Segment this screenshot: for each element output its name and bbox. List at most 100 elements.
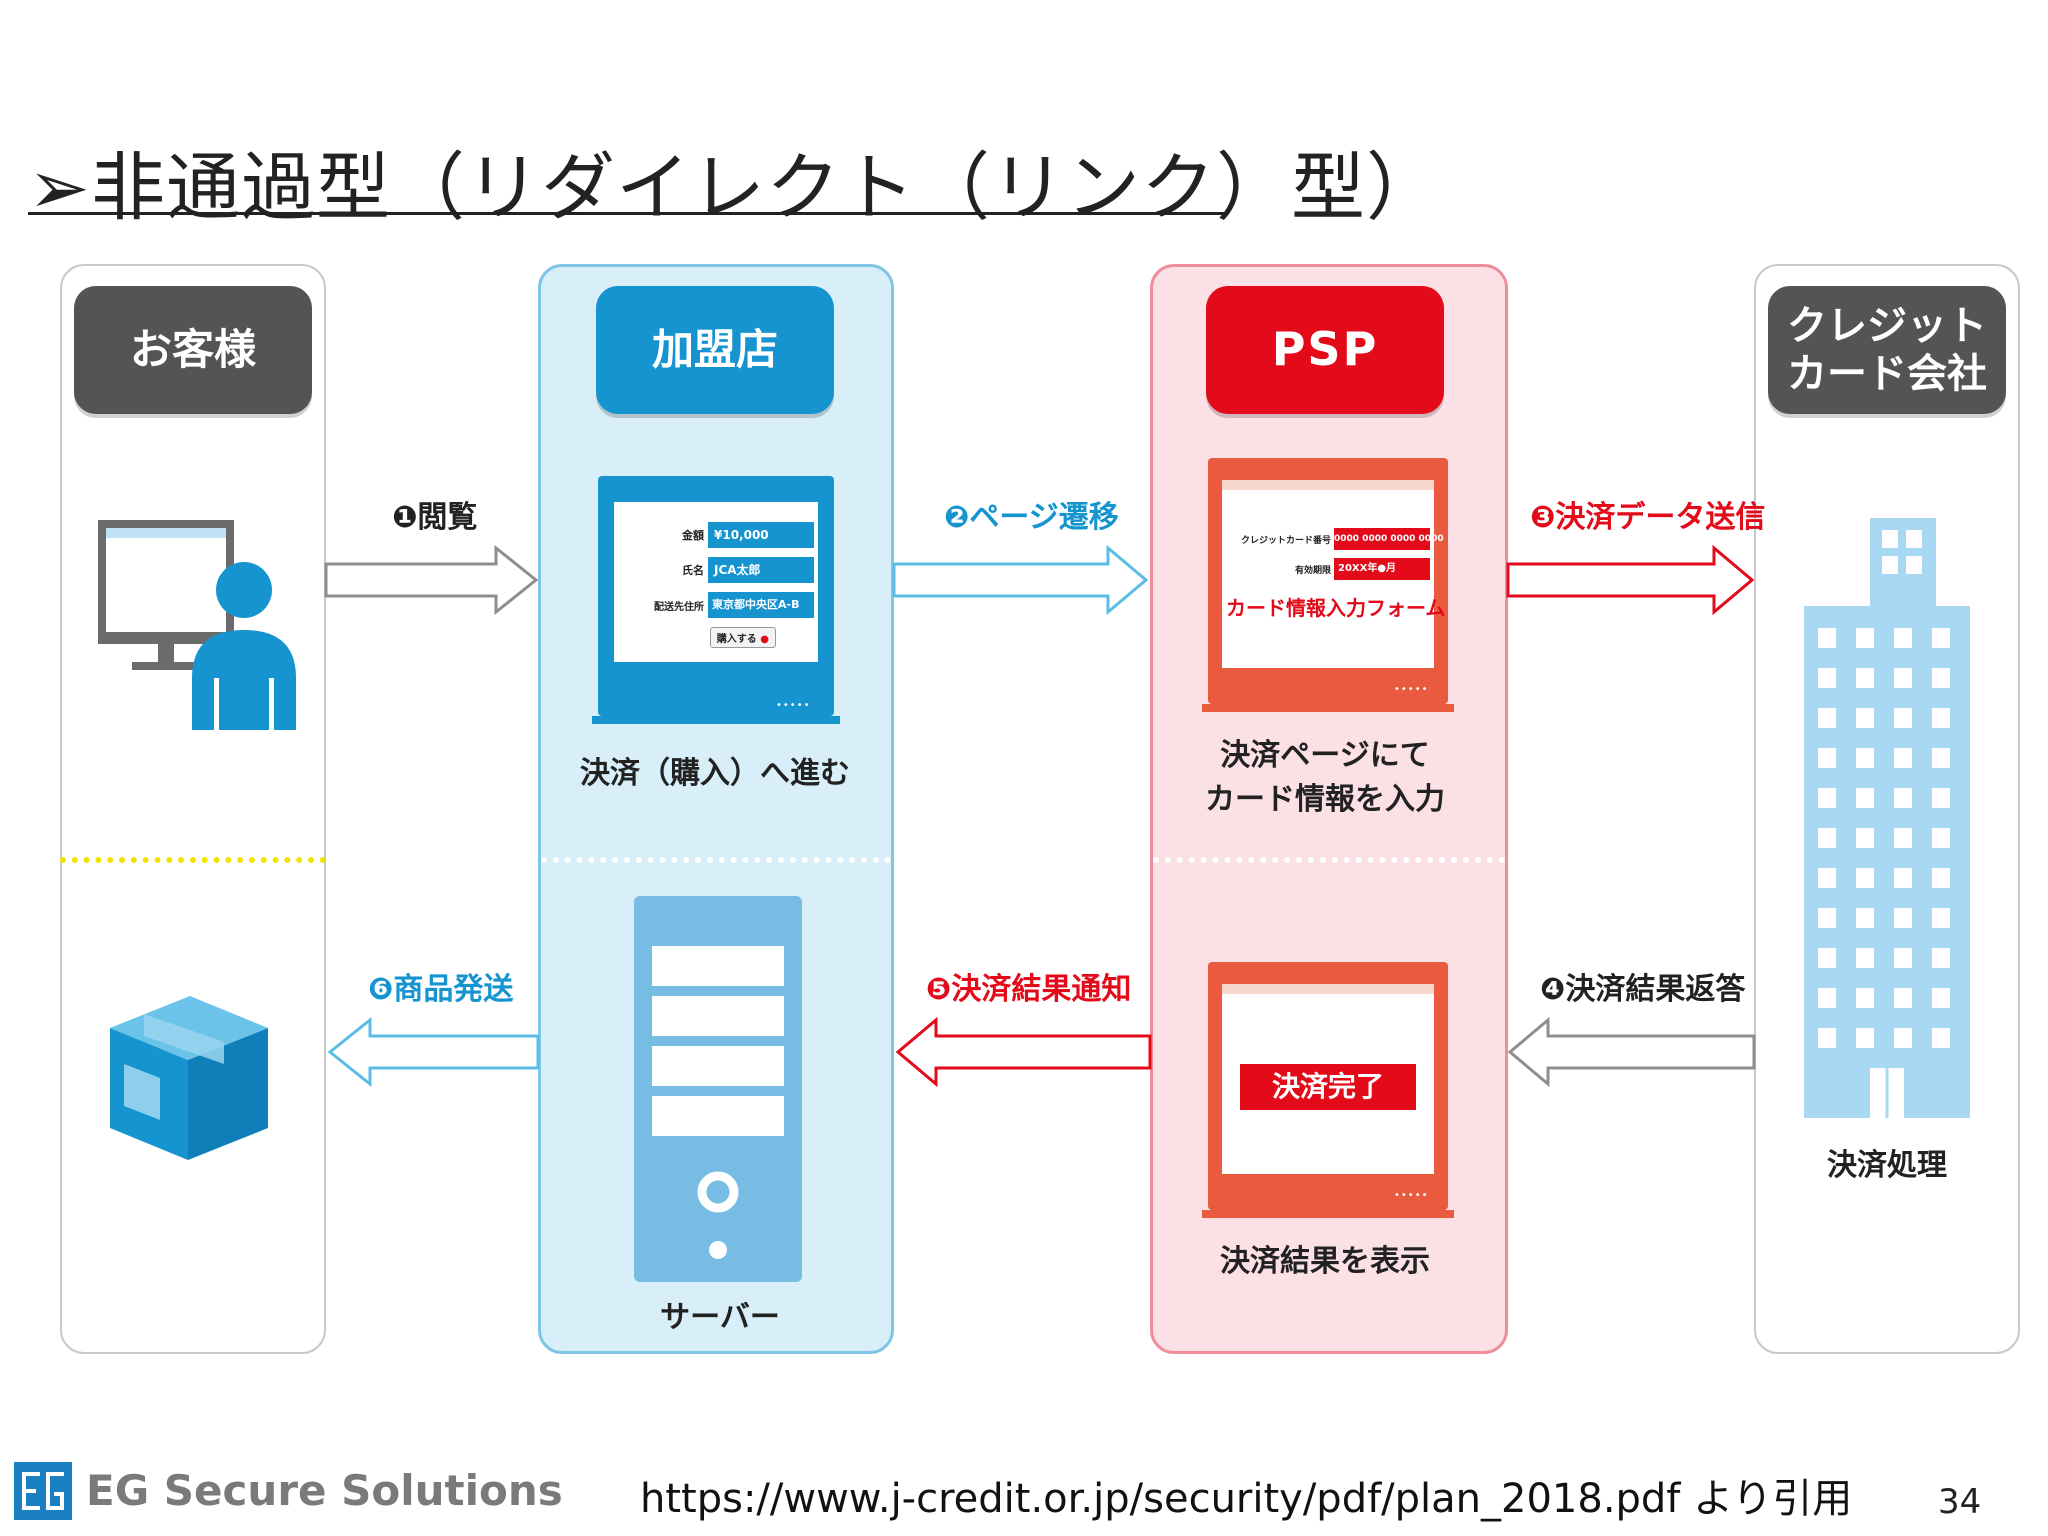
person-head-icon (216, 562, 272, 618)
page-title: ➢非通過型（リダイレクト（リンク）型） (28, 145, 1442, 231)
building-window (1818, 628, 1836, 648)
package-box-icon (110, 996, 268, 1160)
arrow-step-3 (1506, 544, 1755, 616)
merchant-purchase-screen: ••••• 金額 ¥10,000 氏名 JCA太郎 配送先住所 東京都中央区A-… (592, 476, 840, 726)
header-merchant: 加盟店 (596, 286, 834, 414)
header-customer: お客様 (74, 286, 312, 414)
form-value-card-number: 0000 0000 0000 0000 (1334, 528, 1444, 550)
page-number: 34 (1938, 1482, 1982, 1522)
arrow-step-2 (892, 544, 1149, 616)
separator-psp (1153, 857, 1505, 863)
building-window (1932, 1028, 1950, 1048)
building-window (1932, 948, 1950, 968)
psp-result-screen: ••••• 決済完了 (1202, 962, 1454, 1222)
building-window (1894, 668, 1912, 688)
source-citation: https://www.j-credit.or.jp/security/pdf/… (640, 1476, 1853, 1522)
building-window (1818, 1028, 1836, 1048)
separator-merchant (541, 857, 891, 863)
title-underline (28, 212, 1224, 215)
customer-computer-icon (98, 520, 296, 730)
building-window (1856, 988, 1874, 1008)
building-window (1932, 988, 1950, 1008)
building-window (1932, 868, 1950, 888)
building-window (1894, 828, 1912, 848)
building-window (1856, 868, 1874, 888)
building-window (1894, 628, 1912, 648)
lane-customer (60, 264, 326, 1354)
building-window (1856, 948, 1874, 968)
caption-card-processing: 決済処理 (1827, 1148, 1947, 1183)
psp-card-form-screen: ••••• クレジットカード番号 0000 0000 0000 0000 有効期… (1202, 458, 1454, 716)
building-window (1856, 828, 1874, 848)
building-window (1894, 868, 1912, 888)
building-window (1856, 668, 1874, 688)
arrow-step-1 (324, 544, 539, 616)
form-label-name: 氏名 (682, 564, 704, 577)
building-window (1856, 708, 1874, 728)
form-label-address: 配送先住所 (654, 601, 704, 613)
building-window (1818, 828, 1836, 848)
form-label-amount: 金額 (682, 529, 704, 542)
form-value-name: JCA太郎 (708, 557, 814, 583)
form-value-address: 東京都中央区A-B (708, 592, 814, 618)
building-window (1818, 788, 1836, 808)
building-window (1856, 788, 1874, 808)
building-window (1932, 708, 1950, 728)
building-window (1818, 988, 1836, 1008)
screen-dots: ••••• (776, 700, 811, 711)
caption-server: サーバー (660, 1300, 780, 1335)
screen-dots: ••••• (1394, 1190, 1429, 1201)
header-psp: PSP (1206, 286, 1444, 414)
step-4-label: ❹決済結果返答 (1540, 972, 1746, 1007)
building-window (1932, 668, 1950, 688)
building-window (1856, 1028, 1874, 1048)
caption-merchant-proceed: 決済（購入）へ進む (580, 756, 850, 791)
building-window (1856, 628, 1874, 648)
building-window (1818, 868, 1836, 888)
office-building-icon (1804, 518, 1970, 1118)
step-1-label: ❶閲覧 (392, 500, 478, 535)
building-window (1818, 948, 1836, 968)
building-window (1818, 708, 1836, 728)
caption-psp-input: 決済ページにて カード情報を入力 (1205, 738, 1445, 817)
building-window (1932, 628, 1950, 648)
building-window (1856, 908, 1874, 928)
separator-customer (60, 857, 326, 863)
screen-dots: ••••• (1394, 684, 1429, 695)
payment-complete-badge: 決済完了 (1240, 1064, 1416, 1110)
step-5-label: ❺決済結果通知 (926, 972, 1132, 1007)
eg-logo-icon (14, 1462, 72, 1520)
form-label-card-number: クレジットカード番号 (1240, 535, 1331, 546)
building-window (1818, 748, 1836, 768)
card-form-title: カード情報入力フォーム (1226, 596, 1446, 620)
arrow-step-5 (895, 1016, 1152, 1088)
step-6-label: ❻商品発送 (368, 972, 514, 1007)
person-body-icon (192, 630, 296, 730)
company-logo-text: EG Secure Solutions (86, 1466, 563, 1515)
building-window (1894, 908, 1912, 928)
building-window (1932, 908, 1950, 928)
arrow-step-4 (1507, 1016, 1756, 1088)
building-window (1894, 948, 1912, 968)
arrow-step-6 (327, 1016, 540, 1088)
building-window (1856, 748, 1874, 768)
caption-psp-result: 決済結果を表示 (1220, 1244, 1430, 1279)
building-window (1894, 1028, 1912, 1048)
building-window (1894, 748, 1912, 768)
building-window (1894, 708, 1912, 728)
building-window (1932, 788, 1950, 808)
step-2-label: ❷ページ遷移 (944, 500, 1119, 535)
form-value-amount: ¥10,000 (708, 522, 814, 548)
building-window (1894, 988, 1912, 1008)
building-window (1818, 668, 1836, 688)
header-card-company: クレジット カード会社 (1768, 286, 2006, 414)
building-window (1894, 788, 1912, 808)
buy-button[interactable]: 購入する ● (709, 627, 776, 648)
form-label-expiry: 有効期限 (1294, 565, 1331, 576)
server-icon (634, 896, 802, 1282)
building-window (1932, 828, 1950, 848)
step-3-label: ❸決済データ送信 (1530, 500, 1766, 535)
building-window (1932, 748, 1950, 768)
building-window (1818, 908, 1836, 928)
